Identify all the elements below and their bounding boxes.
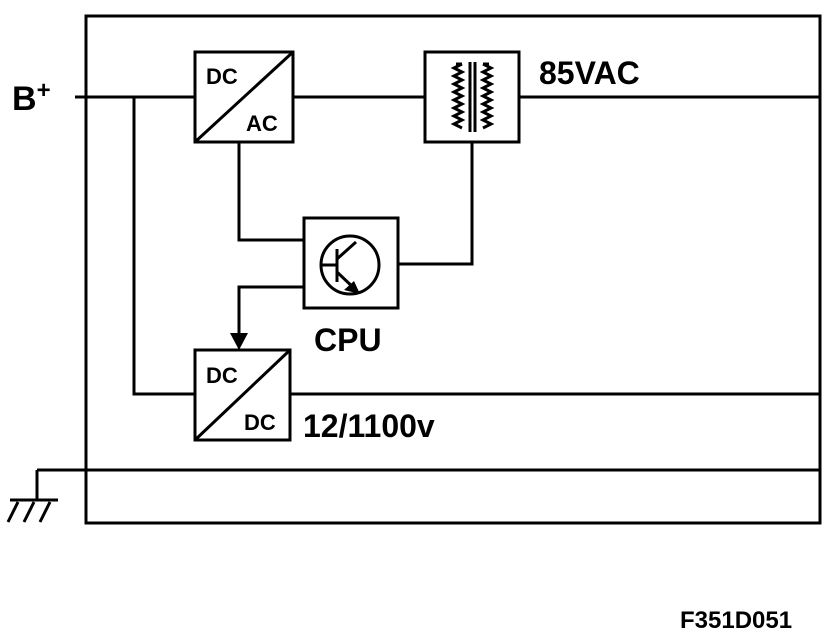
dcac-converter: DC AC xyxy=(193,50,295,144)
dc-output-label: 12/1100v xyxy=(303,408,435,444)
supply-base: B xyxy=(12,80,37,118)
cpu-block xyxy=(302,216,400,310)
ac-output-label: 85VAC xyxy=(539,55,640,91)
ground-icon xyxy=(6,498,58,523)
dcac-top-label: DC xyxy=(206,64,238,89)
transistor-icon xyxy=(319,234,381,296)
cpu-label: CPU xyxy=(314,322,382,358)
figure-id: F351D051 xyxy=(680,607,792,634)
input-to-dcdc-line xyxy=(132,97,195,396)
enclosure-frame xyxy=(84,14,822,525)
dcdc-converter: DC DC xyxy=(193,348,292,442)
supply-label: B+ xyxy=(12,77,51,118)
dcac-bottom-label: AC xyxy=(246,111,278,136)
dcdc-top-label: DC xyxy=(206,363,238,388)
supply-sup: + xyxy=(37,77,51,104)
dcac-to-cpu-line xyxy=(237,143,304,242)
transformer xyxy=(423,50,521,144)
transformer-to-cpu-line xyxy=(398,143,474,266)
arrow-down-icon xyxy=(230,333,248,350)
dcdc-bottom-label: DC xyxy=(244,410,276,435)
cpu-to-dcdc-line xyxy=(237,285,304,335)
